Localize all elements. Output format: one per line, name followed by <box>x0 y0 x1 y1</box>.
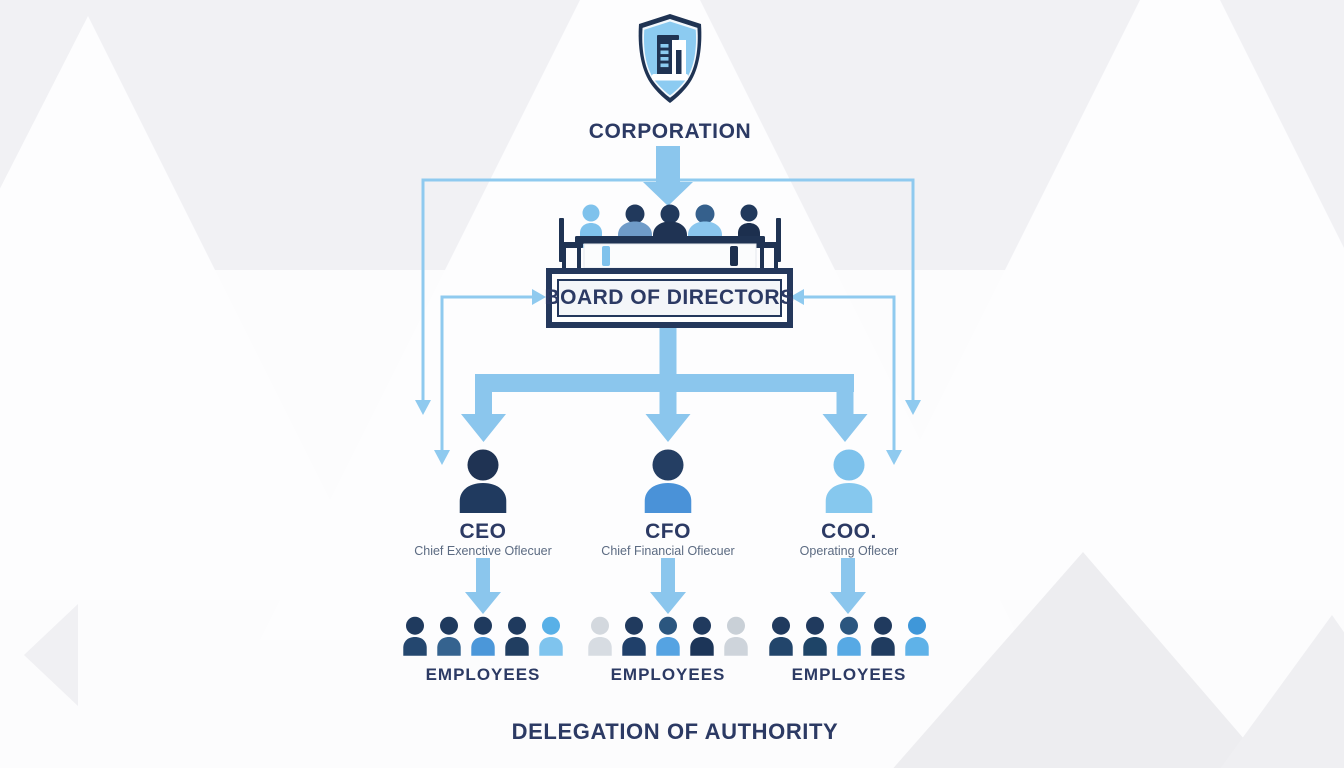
exec-abbr: COO. <box>821 520 877 543</box>
employee-group-ceo: EMPLOYEES <box>388 612 578 685</box>
employee-icon <box>803 616 827 656</box>
board-tree-bar <box>475 374 854 392</box>
employees-label: EMPLOYEES <box>791 665 907 684</box>
employee-icon <box>622 616 646 656</box>
employee-icon <box>471 616 495 656</box>
shield-building-icon <box>638 14 702 103</box>
employee-icon <box>539 616 563 656</box>
exec-title: Chief Financial Ofiecuer <box>601 544 735 559</box>
leg <box>730 246 738 266</box>
board-meeting-illustration <box>559 204 781 268</box>
coo-to-employees-arrow <box>830 558 866 614</box>
employee-icon <box>588 616 612 656</box>
leg <box>602 246 610 266</box>
employee-icon <box>769 616 793 656</box>
employee-group-coo: EMPLOYEES <box>754 612 944 685</box>
employee-icon <box>837 616 861 656</box>
board-of-directors-label: BOARD OF DIRECTORS <box>544 279 794 317</box>
cfo-to-employees-arrow <box>650 558 686 614</box>
employee-icon <box>403 616 427 656</box>
chair-icon <box>559 218 583 268</box>
person-icon <box>644 449 692 513</box>
exec-title: Chief Exenctive Oflecuer <box>414 544 552 559</box>
executive-coo: COO. Operating Oflecer <box>759 449 939 558</box>
employee-icon <box>690 616 714 656</box>
exec-title: Operating Oflecer <box>799 544 899 559</box>
chair-icon <box>757 218 781 268</box>
employees-label: EMPLOYEES <box>610 665 726 684</box>
exec-abbr: CFO <box>645 520 691 543</box>
employee-row <box>573 612 763 656</box>
building-icon <box>652 35 688 81</box>
person-icon <box>459 449 507 513</box>
employee-icon <box>871 616 895 656</box>
board-tree-stem <box>659 328 677 374</box>
board-to-ceo-arrow <box>461 392 506 442</box>
board-to-cfo-arrow <box>645 392 691 442</box>
executive-ceo: CEO Chief Exenctive Oflecuer <box>393 449 573 558</box>
person-icon <box>825 449 873 513</box>
employee-icon <box>437 616 461 656</box>
table-top <box>575 236 765 244</box>
arrowhead-down-icon <box>905 400 921 415</box>
arrowhead-down-icon <box>415 400 431 415</box>
diagram-title: DELEGATION OF AUTHORITY <box>511 719 839 744</box>
executive-cfo: CFO Chief Financial Ofiecuer <box>578 449 758 558</box>
employee-row <box>388 612 578 656</box>
corporation-to-board-arrow <box>643 146 693 206</box>
employee-group-cfo: EMPLOYEES <box>573 612 763 685</box>
board-of-directors-box: BOARD OF DIRECTORS <box>544 268 794 328</box>
employee-icon <box>905 616 929 656</box>
corporation-label: CORPORATION <box>588 120 752 143</box>
employee-icon <box>505 616 529 656</box>
employee-icon <box>724 616 748 656</box>
board-to-coo-arrow <box>822 392 868 442</box>
employees-label: EMPLOYEES <box>425 665 541 684</box>
exec-abbr: CEO <box>459 520 507 543</box>
ceo-to-employees-arrow <box>465 558 501 614</box>
employee-icon <box>656 616 680 656</box>
employee-row <box>754 612 944 656</box>
